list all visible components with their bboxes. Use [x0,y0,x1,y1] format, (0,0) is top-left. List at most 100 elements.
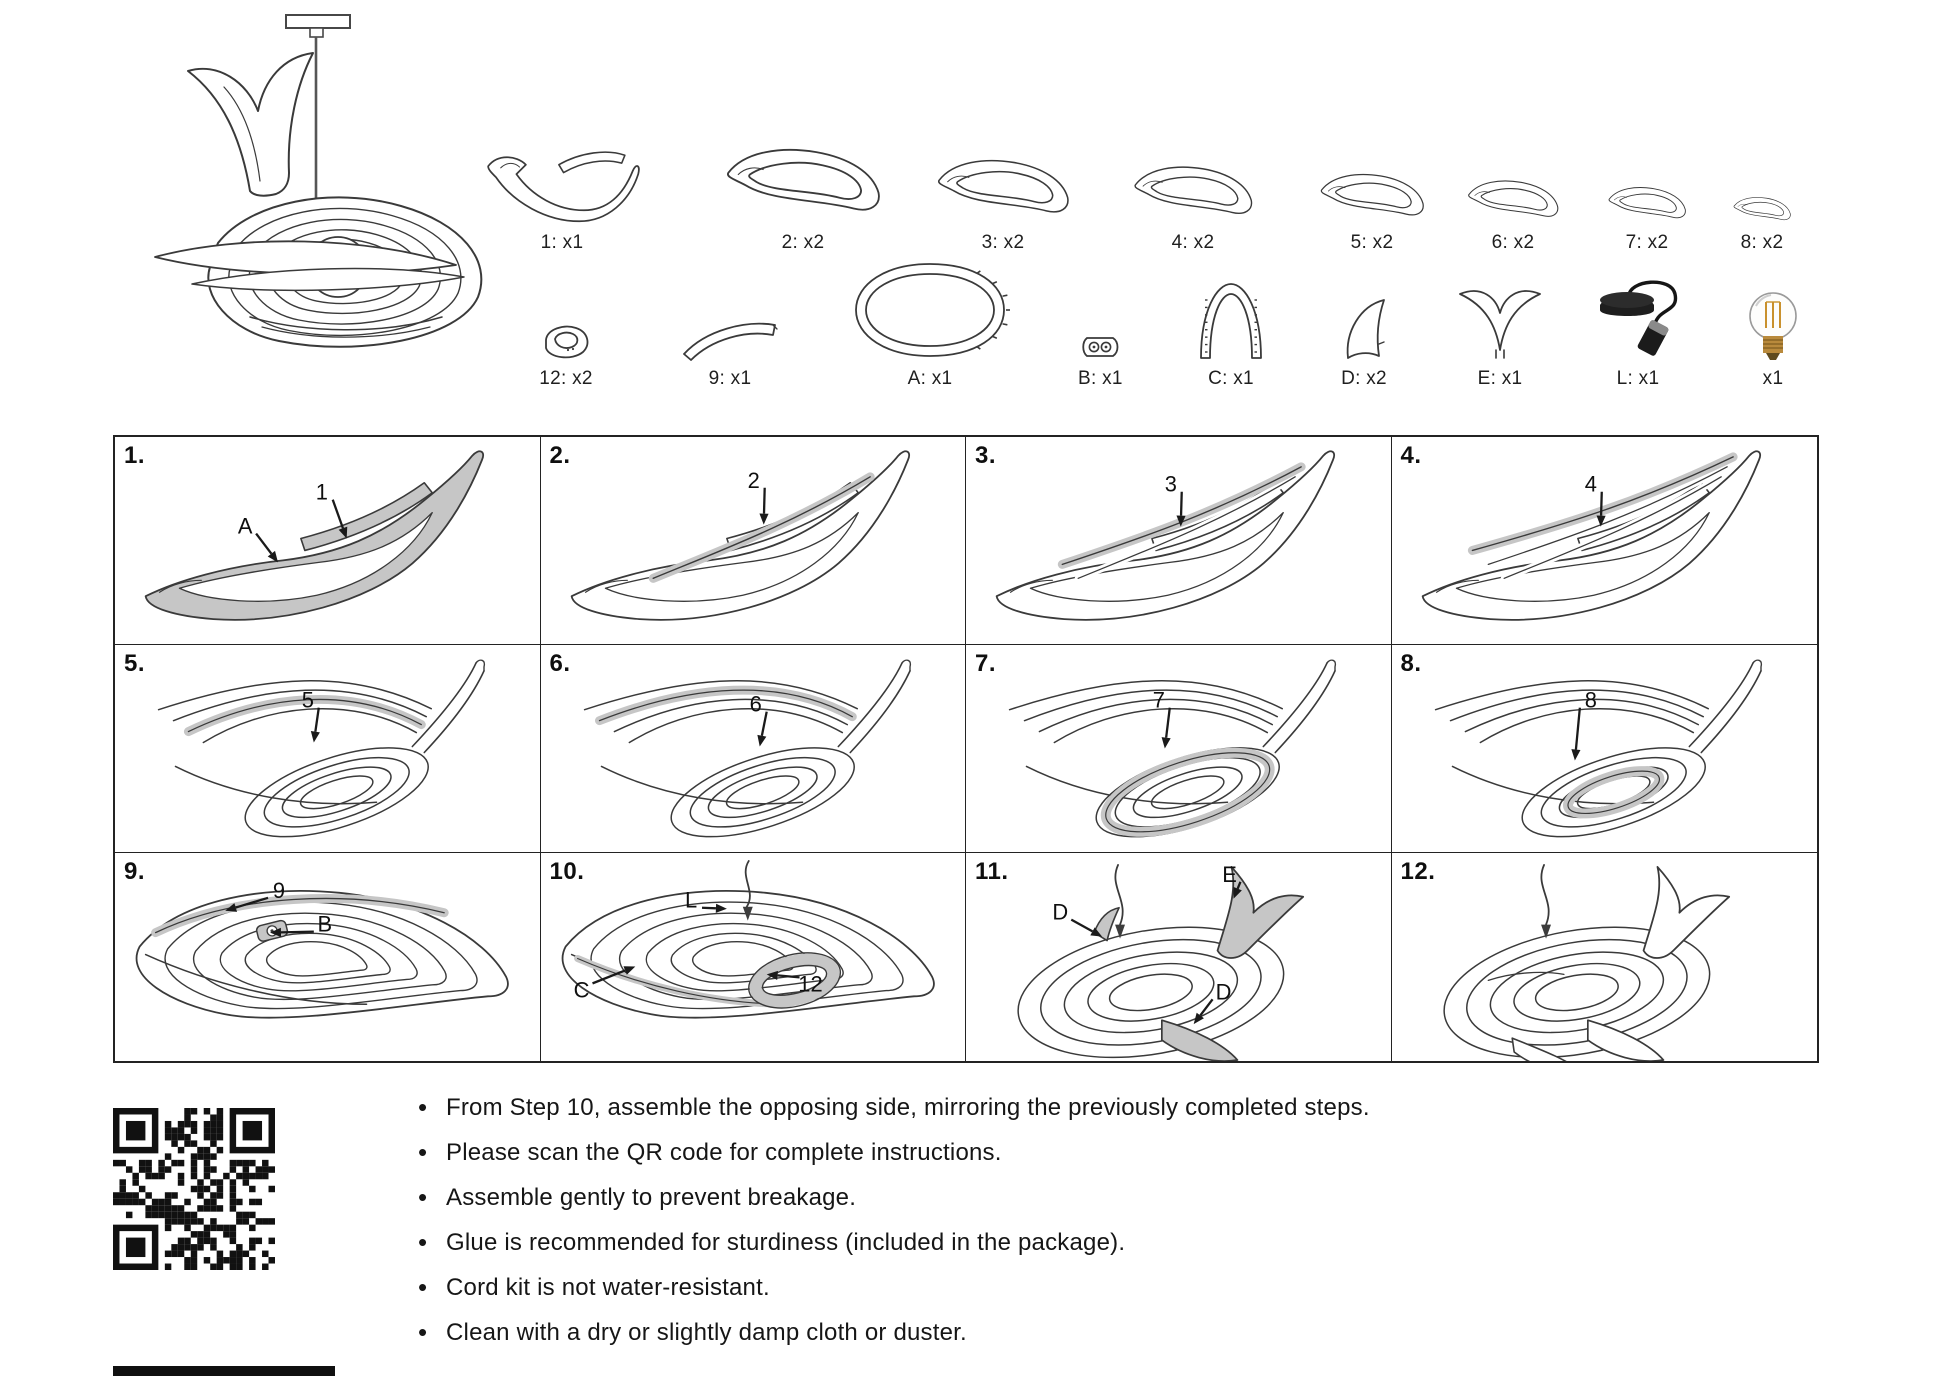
step-number: 1. [124,442,146,469]
step-illustration: L C 12 [561,860,935,1019]
part-label: D: x2 [1341,368,1387,389]
part-item-A: A: x1 [850,258,1010,390]
care-note: From Step 10, assemble the opposing side… [412,1092,1712,1123]
step-callout-label: 1 [316,480,328,505]
assembled-lamp-illustration [154,14,483,348]
step-number: 12. [1400,858,1436,885]
part-label: 5: x2 [1350,232,1394,253]
step-callout-label: 5 [302,688,314,713]
step-number: 8. [1400,650,1422,677]
baleen-arch-icon [1200,283,1262,359]
step-number: 4. [1400,442,1422,469]
step-callout-label: 9 [273,878,285,903]
whale-profile-slice-icon [1468,180,1559,217]
qr-code [113,1108,275,1270]
whale-profile-slice-icon [487,151,640,223]
step-cell-12: 12. [1390,852,1818,1062]
step-callout-label: 6 [749,692,761,717]
step-illustration: DED [1017,862,1305,1061]
part-label: x1 [1762,368,1784,389]
step-number: 10. [549,858,585,885]
step-callout-label: 8 [1584,688,1596,713]
part-label: C: x1 [1208,368,1254,389]
part-item-C: C: x1 [1193,278,1269,390]
part-item-1: 1: x1 [483,138,641,254]
part-label: 2: x2 [781,232,825,253]
part-item-7: 7: x2 [1605,179,1689,254]
part-label: L: x1 [1616,368,1660,389]
light-bulb-icon [1749,292,1797,360]
part-label: 12: x2 [539,368,593,389]
part-item-3: 3: x2 [932,146,1074,254]
step-cell-7: 7.7 [965,644,1393,854]
step-callout-label: 2 [747,468,759,493]
connector-clip-icon [1082,337,1119,357]
part-label: B: x1 [1078,368,1123,389]
step-callout-label: E [1222,862,1237,887]
step-illustration: 7 [1008,659,1337,838]
step-callout-label: A [238,514,253,539]
step-cell-5: 5.5 [114,644,542,854]
step-callout-label: 12 [798,971,822,996]
whale-profile-slice-icon [1733,197,1791,221]
curved-slat-icon [683,322,778,361]
step-cell-2: 2.2 [539,436,967,646]
part-label: 8: x2 [1740,232,1784,253]
oval-frame-icon [855,263,1010,357]
care-note: Please scan the QR code for complete ins… [412,1137,1712,1168]
care-note: Clean with a dry or slightly damp cloth … [412,1317,1712,1348]
part-label: E: x1 [1477,368,1523,389]
step-callout-label: C [573,977,589,1002]
part-item-L: L: x1 [1587,276,1689,390]
step-illustration: 2 [570,450,910,621]
whale-profile-slice-icon [726,149,880,211]
step-number: 3. [975,442,997,469]
step-cell-10: 10. L C 12 [539,852,967,1062]
care-note: Cord kit is not water-resistant. [412,1272,1712,1303]
step-illustration: 5 [157,659,486,838]
step-callout-label: 3 [1165,472,1177,497]
part-label: 9: x1 [708,368,752,389]
part-item-bulb: x1 [1742,290,1804,390]
part-label: A: x1 [907,368,953,389]
step-number: 6. [549,650,571,677]
step-number: 9. [124,858,146,885]
whale-profile-slice-icon [1134,166,1253,214]
whale-profile-slice-icon [937,159,1069,213]
step-number: 7. [975,650,997,677]
whale-profile-slice-icon [1320,173,1424,216]
part-item-B: B: x1 [1078,332,1123,390]
part-label: 6: x2 [1491,232,1535,253]
step-callout-label: 7 [1153,688,1165,713]
step-illustration: 4 [1421,450,1761,621]
step-illustration: 6 [583,659,911,838]
step-number: 5. [124,650,146,677]
cord-kit-icon [1600,280,1678,356]
care-notes-list: From Step 10, assemble the opposing side… [412,1092,1712,1364]
step-illustration: 9B [135,878,509,1019]
step-callout-label: 4 [1584,472,1596,497]
part-label: 1: x1 [540,232,584,253]
qr-code-image [113,1108,275,1270]
whale-profile-slice-icon [1608,187,1686,219]
step-callout-label: L [684,888,696,913]
care-note: Glue is recommended for sturdiness (incl… [412,1227,1712,1258]
step-callout-label: D [1216,979,1232,1004]
side-fin-icon [1346,299,1385,359]
step-illustration [1442,864,1730,1061]
ring-small-icon [545,325,589,359]
step-number: 2. [549,442,571,469]
part-item-4: 4: x2 [1129,154,1257,254]
step-illustration: 3 [995,450,1336,621]
tail-fluke-icon [1459,290,1541,359]
part-item-D: D: x2 [1338,296,1390,390]
step-cell-4: 4.4 [1390,436,1818,646]
care-note: Assemble gently to prevent breakage. [412,1182,1712,1213]
part-item-E: E: x1 [1452,278,1548,390]
part-item-6: 6: x2 [1464,171,1562,254]
bottom-trim-bar [113,1366,335,1376]
